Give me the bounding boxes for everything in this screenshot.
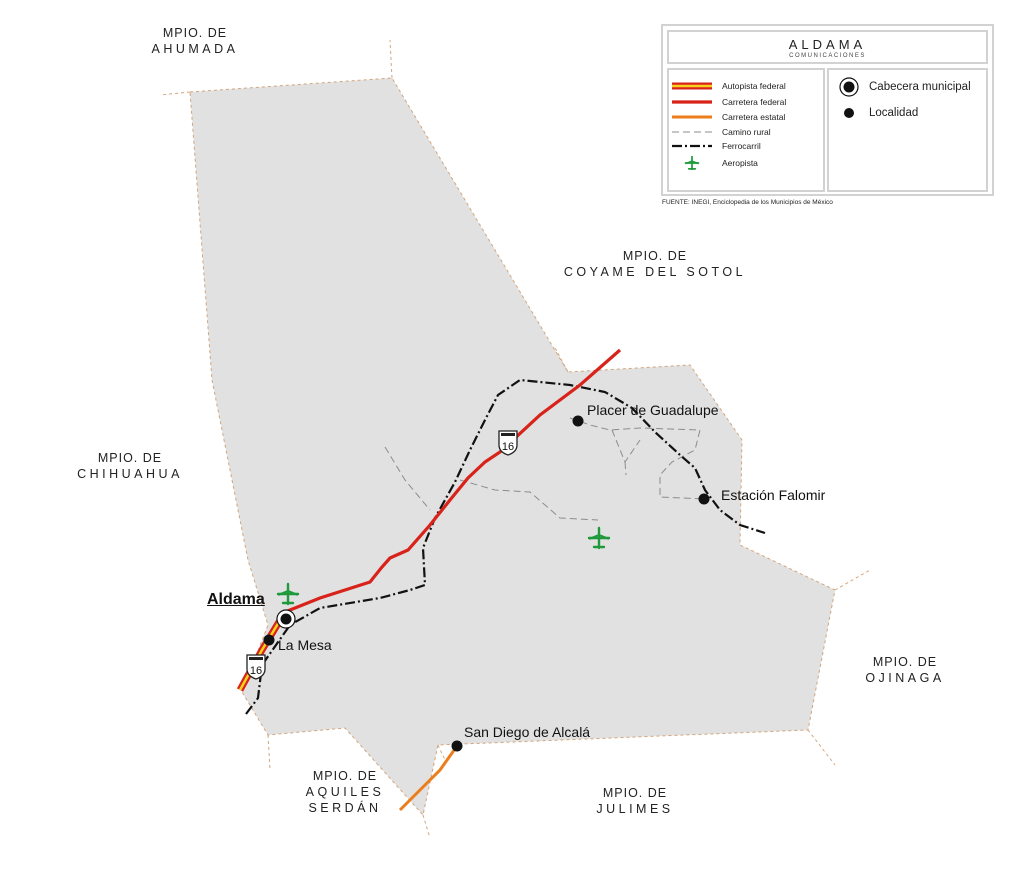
ferrocarril-swatch <box>672 144 712 148</box>
legend-item-label: Autopista federal <box>722 81 786 91</box>
legend-item-label: Ferrocarril <box>722 141 761 151</box>
localidad-dot-icon <box>263 634 275 646</box>
legend-symbol-label: Localidad <box>869 107 919 119</box>
cabecera-label: Aldama <box>207 591 265 608</box>
locality-label-la-mesa: La Mesa <box>278 637 332 653</box>
neighbor-label-prefix: MPIO. DE <box>622 249 688 263</box>
autopista-road-center <box>238 611 287 691</box>
neighbor-aquiles-serdan: MPIO. DE AQUILES SERDÁN <box>290 768 400 816</box>
locality-label-falomir: Estación Falomir <box>721 487 826 503</box>
neighbor-label-name: CHIHUAHUA <box>77 467 183 481</box>
neighbor-borders <box>159 39 871 839</box>
ferrocarril-line <box>245 378 766 715</box>
carretera-federal-road <box>284 348 622 614</box>
neighbor-julimes: MPIO. DE JULIMES <box>575 785 695 817</box>
highway-shield-number: 16 <box>502 441 514 453</box>
airplane-icon <box>684 156 700 170</box>
locality-label-san-diego: San Diego de Alcalá <box>464 724 591 740</box>
source-note: FUENTE: INEGI, Enciclopedia de los Munic… <box>662 199 833 206</box>
cabecera-icon <box>276 609 296 629</box>
legend-item-label: Camino rural <box>722 127 771 137</box>
cabecera-icon <box>839 77 859 97</box>
highway-shield-north: 16 <box>498 430 518 456</box>
camino-rural-swatch <box>672 131 712 133</box>
legend-item-label: Aeropista <box>722 158 758 168</box>
neighbor-label-prefix: MPIO. DE <box>97 451 163 465</box>
legend-title-box: ALDAMA COMUNICACIONES <box>667 30 988 64</box>
camino-rural-network <box>384 417 706 521</box>
neighbor-coyame: MPIO. DE COYAME DEL SOTOL <box>545 248 765 280</box>
neighbor-label-name: OJINAGA <box>865 671 945 685</box>
legend-item-carretera-federal: Carretera federal <box>669 95 786 109</box>
legend-roads-box: Autopista federal Carretera federal Carr… <box>667 68 825 192</box>
localidad-dot-icon <box>698 493 710 505</box>
legend-title: ALDAMA <box>788 37 867 52</box>
neighbor-label-name: AHUMADA <box>151 42 239 56</box>
carretera-estatal-swatch <box>672 115 712 119</box>
legend-item-label: Carretera estatal <box>722 112 786 122</box>
legend-item-ferrocarril: Ferrocarril <box>669 139 761 153</box>
legend-symbol-label: Cabecera municipal <box>869 81 971 93</box>
neighbor-ahumada: MPIO. DE AHUMADA <box>130 25 260 57</box>
neighbor-label-name: JULIMES <box>596 802 674 816</box>
autopista-swatch <box>672 82 712 90</box>
localidad-dot-icon <box>451 740 463 752</box>
legend-item-camino-rural: Camino rural <box>669 125 771 139</box>
localidad-dot-icon <box>572 415 584 427</box>
neighbor-label-name: COYAME DEL SOTOL <box>563 265 747 279</box>
neighbor-ojinaga: MPIO. DE OJINAGA <box>845 654 965 686</box>
legend-item-label: Carretera federal <box>722 97 787 107</box>
map-legend: ALDAMA COMUNICACIONES Autopista federal … <box>661 24 994 196</box>
highway-shield-number: 16 <box>250 665 262 677</box>
highway-shield-south: 16 <box>246 654 266 680</box>
locality-label-placer: Placer de Guadalupe <box>587 402 719 418</box>
localidad-dot-icon <box>844 108 854 118</box>
neighbor-label-prefix: MPIO. DE <box>602 786 668 800</box>
legend-symbol-cabecera: Cabecera municipal <box>829 76 971 98</box>
neighbor-label-prefix: MPIO. DE <box>162 26 228 40</box>
carretera-federal-swatch <box>672 100 712 104</box>
legend-item-autopista: Autopista federal <box>669 79 786 93</box>
neighbor-label-name-2: SERDÁN <box>308 801 382 815</box>
neighbor-chihuahua: MPIO. DE CHIHUAHUA <box>60 450 200 482</box>
legend-item-aeropista: Aeropista <box>669 156 758 170</box>
neighbor-label-prefix: MPIO. DE <box>312 769 378 783</box>
neighbor-label-prefix: MPIO. DE <box>872 655 938 669</box>
legend-item-carretera-estatal: Carretera estatal <box>669 110 785 124</box>
legend-symbols-box: Cabecera municipal Localidad <box>827 68 988 192</box>
neighbor-label-name: AQUILES <box>305 785 385 799</box>
carretera-estatal-road <box>398 745 459 812</box>
legend-subtitle: COMUNICACIONES <box>789 53 866 59</box>
legend-symbol-localidad: Localidad <box>829 102 918 124</box>
